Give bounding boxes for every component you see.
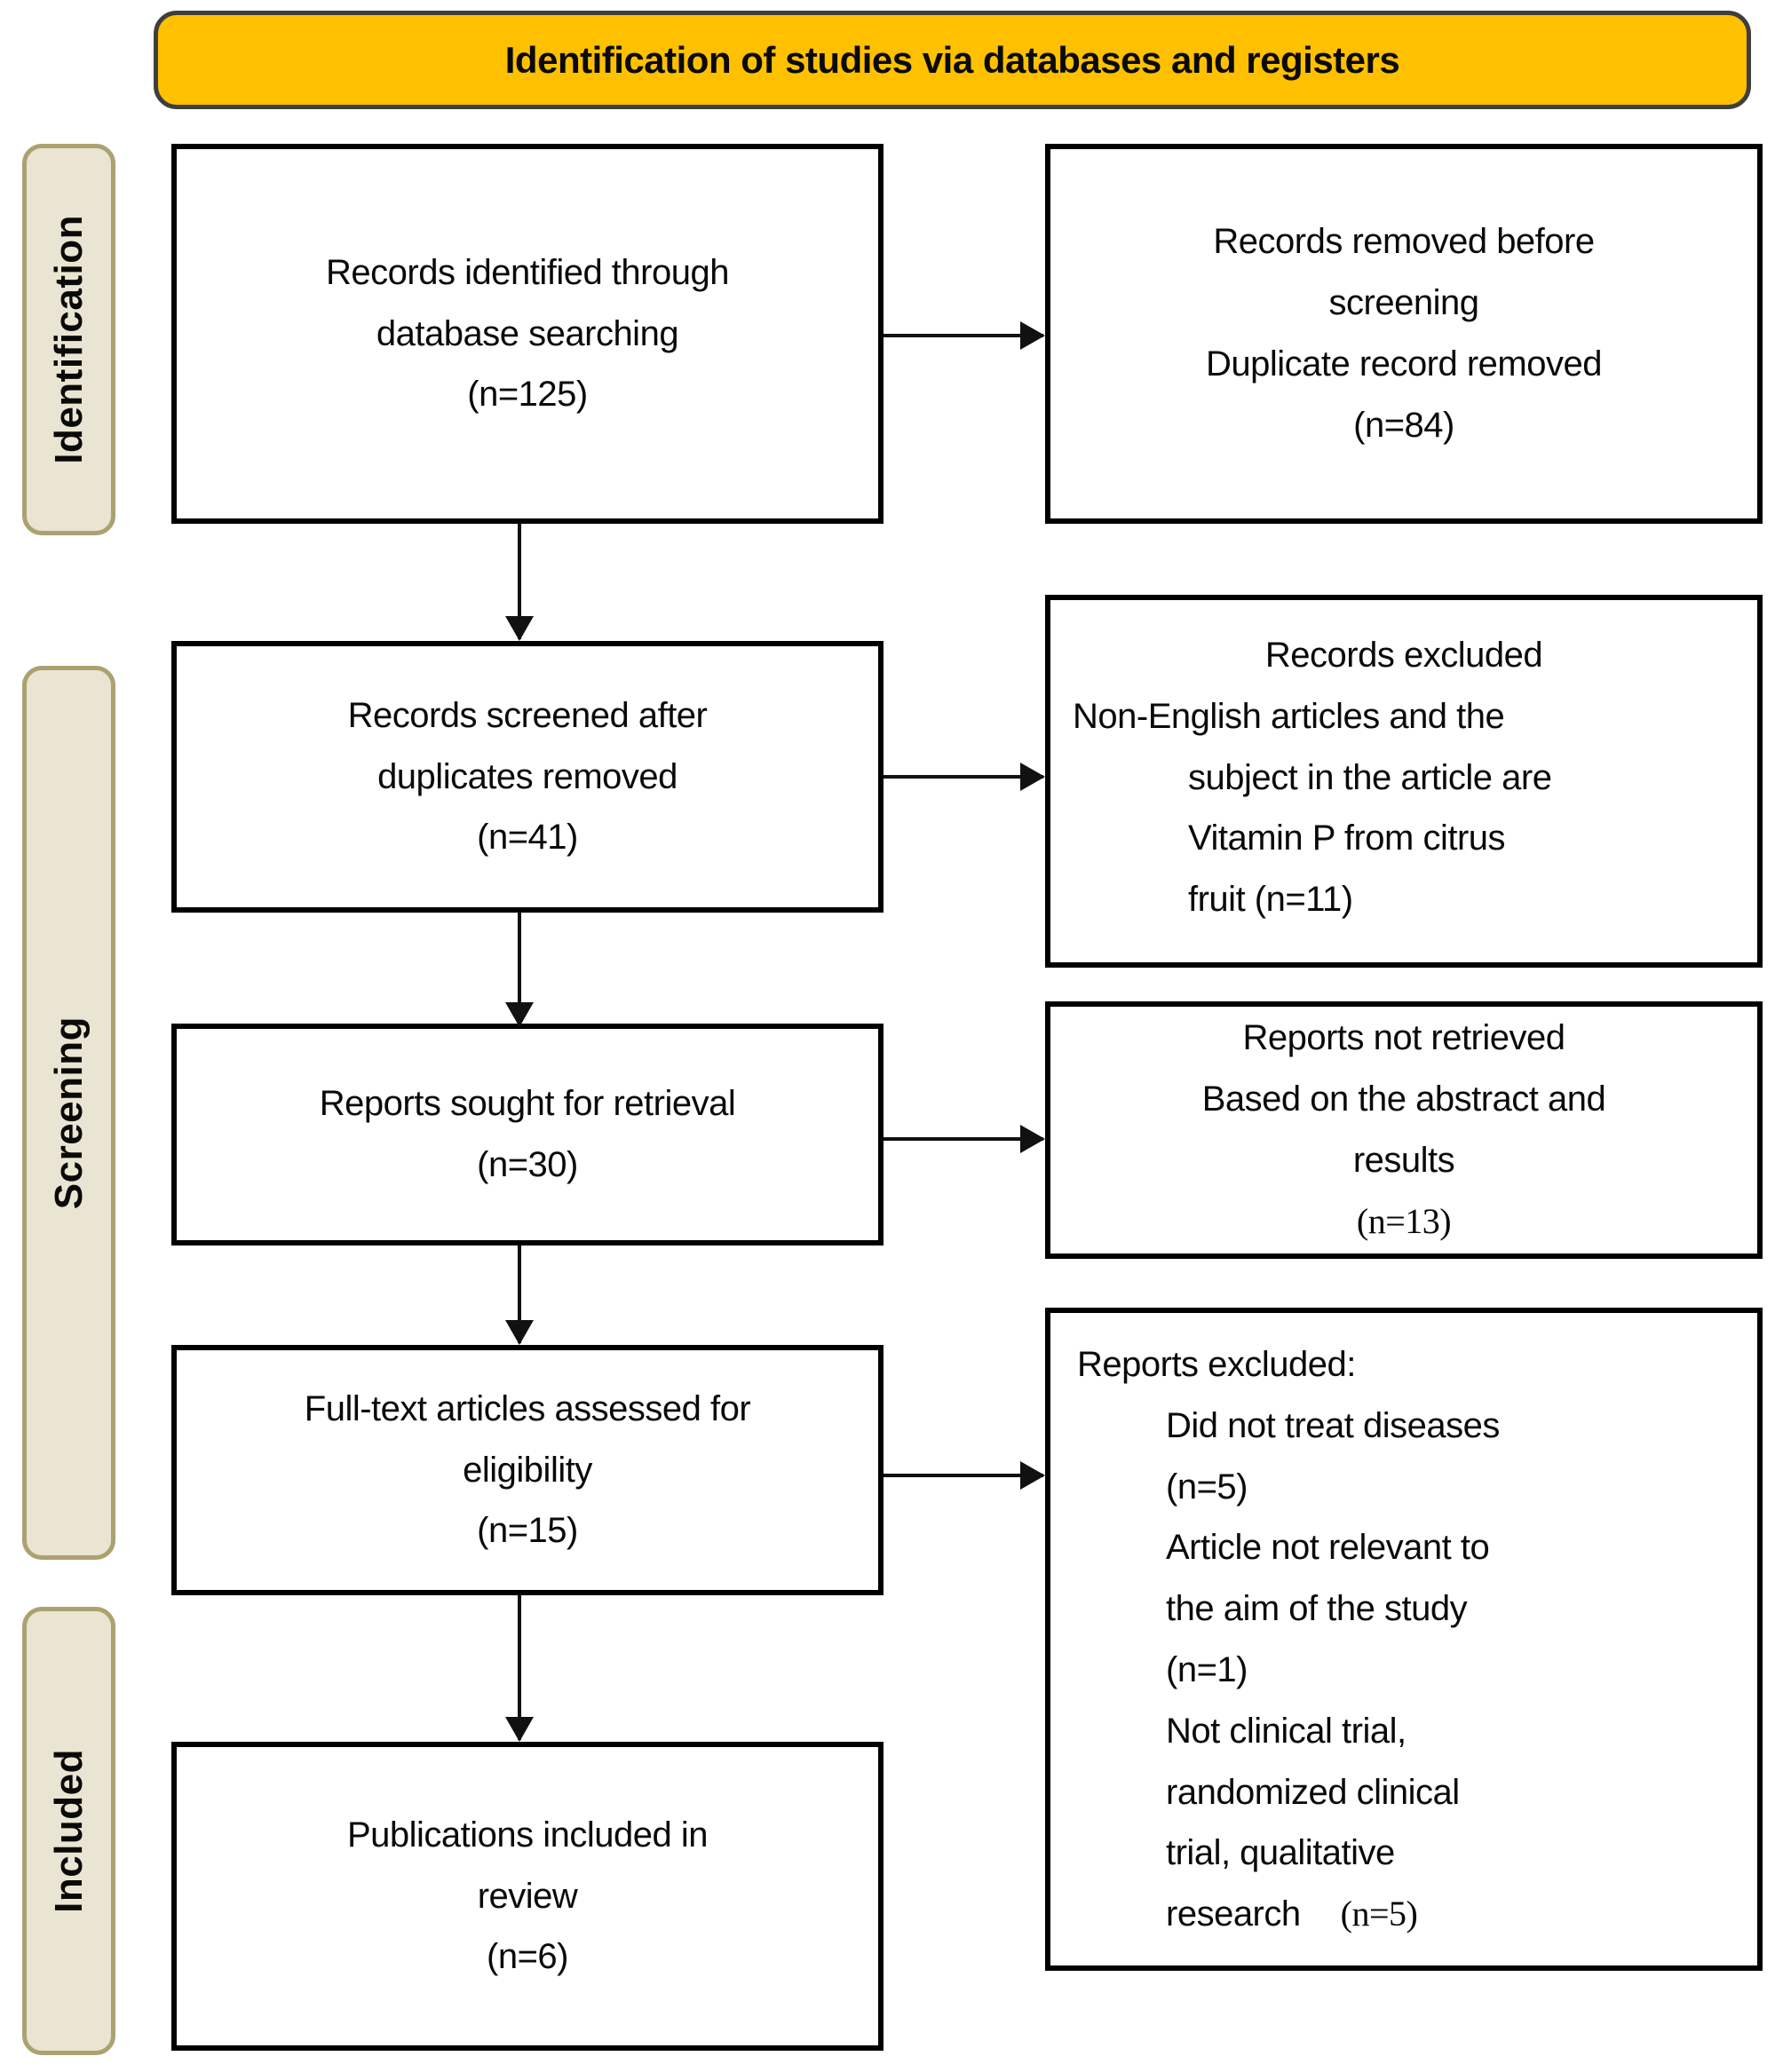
box-text-line: Records identified through [326, 252, 729, 292]
box-count: (n=84) [1353, 405, 1454, 445]
box-text-line: Vitamin P from citrus [1188, 819, 1506, 858]
box-text-line: Non-English articles and the [1073, 696, 1505, 736]
diagram-title-banner: Identification of studies via databases … [154, 11, 1751, 109]
arrow-right-icon [884, 1137, 1043, 1141]
box-fulltext-assessed: Full-text articles assessed for eligibil… [171, 1345, 884, 1595]
arrow-down-icon [518, 913, 521, 1025]
box-text-line: trial, qualitative [1166, 1833, 1395, 1873]
box-text-line: duplicates removed [377, 756, 678, 796]
box-count: (n=1) [1166, 1649, 1248, 1689]
box-text-line: Article not relevant to [1166, 1528, 1490, 1568]
box-count: (n=125) [467, 375, 588, 415]
diagram-title: Identification of studies via databases … [504, 38, 1400, 81]
box-count: (n=6) [487, 1937, 569, 1977]
arrow-down-icon [518, 1246, 521, 1343]
box-text-line: Did not treat diseases [1166, 1405, 1500, 1445]
arrow-right-icon [884, 775, 1043, 779]
box-text-line: the aim of the study [1166, 1589, 1468, 1629]
box-records-screened: Records screened after duplicates remove… [171, 641, 884, 913]
box-reports-not-retrieved: Reports not retrieved Based on the abstr… [1045, 1001, 1763, 1259]
box-count: (n=5) [1166, 1467, 1248, 1507]
box-text-line: Based on the abstract and [1201, 1079, 1606, 1119]
box-text-line: Reports not retrieved [1242, 1018, 1565, 1058]
box-records-excluded: Records excluded Non-English articles an… [1045, 595, 1763, 968]
arrow-down-icon [518, 524, 521, 639]
box-count: (n=13) [1356, 1200, 1452, 1241]
box-count: fruit (n=11) [1188, 880, 1353, 920]
box-text-line: eligibility [463, 1450, 592, 1490]
box-reports-excluded: Reports excluded: Did not treat diseases… [1045, 1308, 1763, 1971]
box-text-line: Full-text articles assessed for [304, 1388, 751, 1428]
box-text-line: randomized clinical [1166, 1772, 1460, 1812]
arrow-right-icon [884, 1474, 1043, 1477]
box-count: (n=30) [477, 1145, 578, 1184]
box-count: (n=5) [1340, 1894, 1418, 1934]
box-text-line: Reports excluded: [1077, 1345, 1356, 1384]
box-text-line: results [1352, 1141, 1455, 1180]
box-count: (n=41) [477, 818, 578, 858]
box-text-line: review [477, 1876, 578, 1916]
box-text-line: screening [1328, 283, 1479, 323]
box-records-removed: Records removed before screening Duplica… [1045, 144, 1763, 524]
box-text-line: Records screened after [347, 695, 708, 735]
box-text-line: Records excluded [1264, 636, 1543, 675]
box-text-line: Not clinical trial, [1166, 1711, 1407, 1751]
arrow-right-icon [884, 334, 1043, 337]
box-text-line: Publications included in [346, 1815, 709, 1855]
box-text-line: database searching [376, 313, 679, 353]
box-text-line: Reports sought for retrieval [319, 1084, 736, 1124]
stage-identification-label: Identification [46, 215, 91, 464]
box-records-identified: Records identified through database sear… [171, 144, 884, 524]
box-text-line: Duplicate record removed [1206, 344, 1603, 384]
stage-screening: Screening [22, 666, 115, 1560]
box-text-line: Records removed before [1213, 222, 1595, 262]
stage-included-label: Included [46, 1749, 91, 1913]
stage-identification: Identification [22, 144, 115, 535]
arrow-down-icon [518, 1595, 521, 1740]
box-reports-sought: Reports sought for retrieval (n=30) [171, 1024, 884, 1246]
box-text-line: research [1166, 1894, 1301, 1934]
stage-included: Included [22, 1607, 115, 2055]
box-count: (n=15) [477, 1511, 578, 1551]
box-text-line: subject in the article are [1188, 757, 1552, 797]
box-text-line: research (n=5) [1050, 1884, 1757, 1945]
box-publications-included: Publications included in review (n=6) [171, 1742, 884, 2051]
stage-screening-label: Screening [46, 1016, 91, 1210]
